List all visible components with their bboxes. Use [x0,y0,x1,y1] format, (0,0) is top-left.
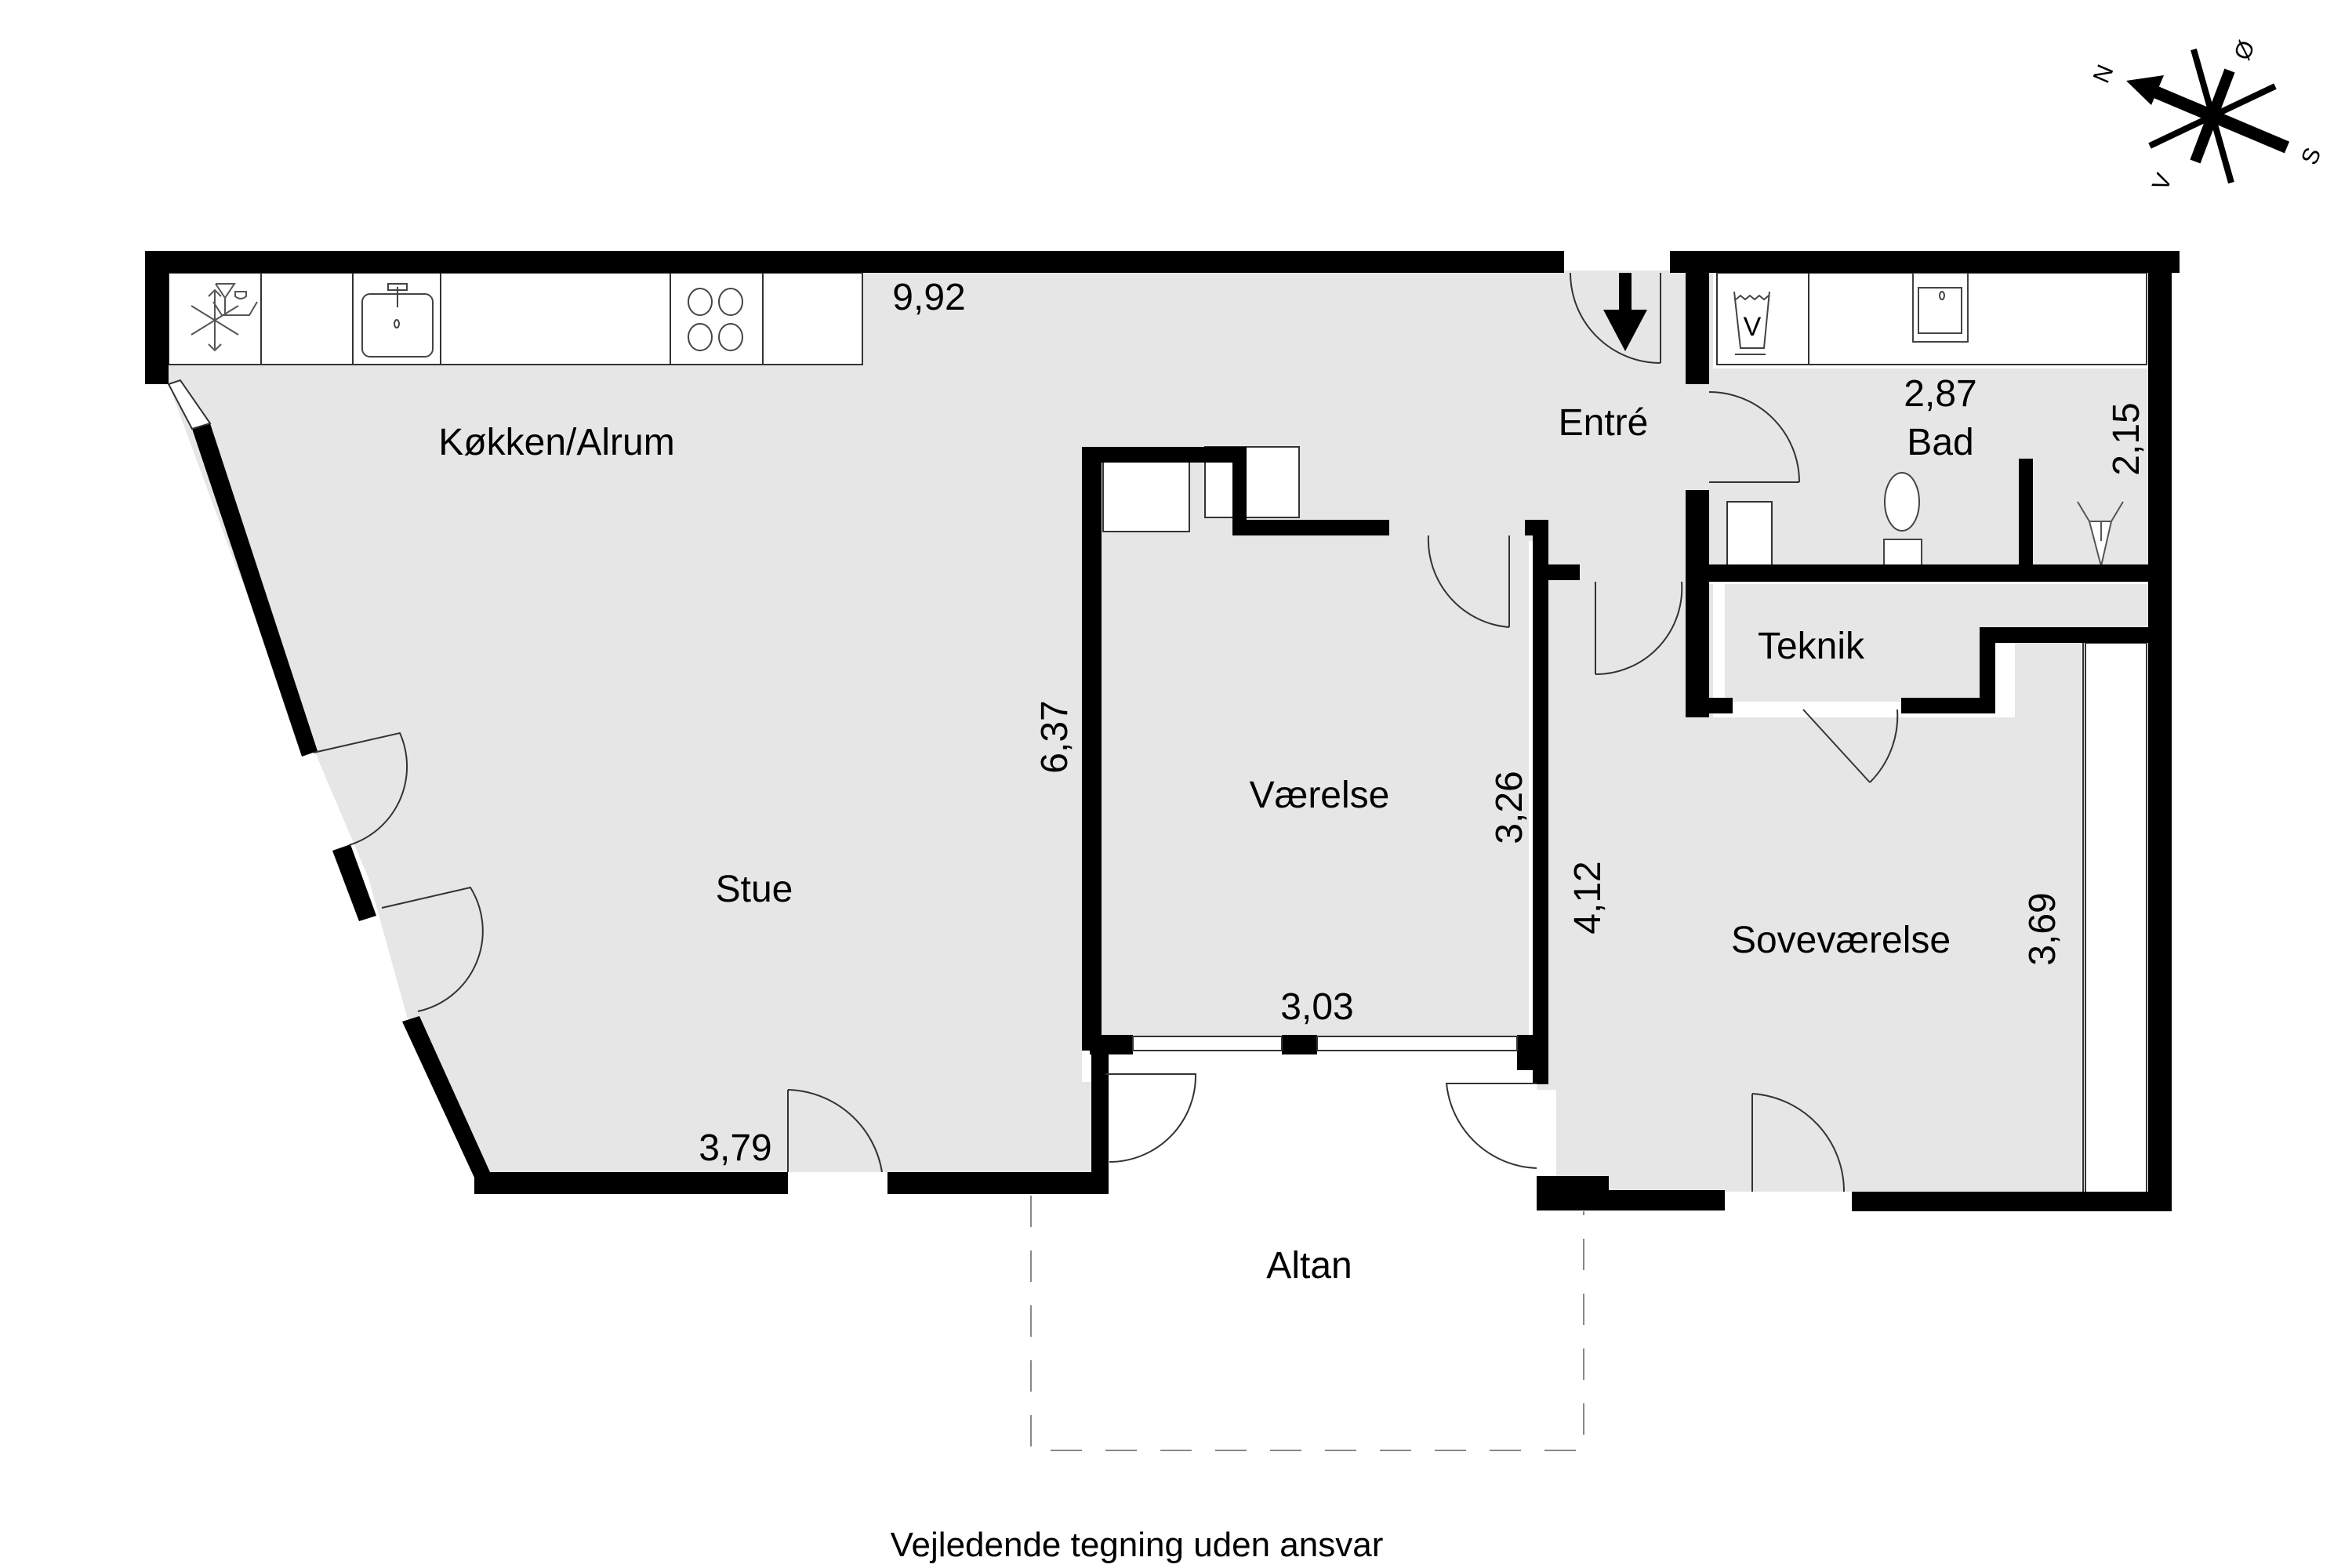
compass-east: Ø [2230,37,2260,64]
door-vaerelse[interactable] [1427,535,1510,628]
dimension-label: 3,26 [1489,771,1530,844]
dimension-label: 3,79 [699,1127,771,1169]
fixtures: V [168,272,2147,1194]
door-sovevaerelse[interactable] [1595,581,1683,676]
window-kitchen [167,379,212,430]
washing-machine-icon: V [1733,291,1770,355]
dimension-label: 3,69 [2022,892,2063,965]
floor-bad [1713,368,2148,568]
sink-icon [361,283,434,358]
wardrobe-sovevaerelse [2085,642,2147,1194]
snowflake-icon [191,289,239,352]
dimension-labels: 9,92 2,87 2,15 6,37 3,26 4,12 3,69 3,03 … [699,277,2147,1169]
room-labels: Køkken/Alrum Entré Bad Teknik Værelse St… [438,402,1973,1287]
dishwasher-icon [212,283,258,316]
closet-vaerelse-a [1102,460,1190,532]
door-teknik[interactable] [1802,709,1871,783]
kitchen-counter [168,272,863,365]
compass-west: V [2147,170,2177,194]
balcony-outline [1030,1196,1584,1451]
door-stue-left-b[interactable] [381,886,484,1012]
disclaimer-text: Vejledende tegning uden ansvar [891,1526,1384,1564]
door-altan-sove[interactable] [1445,1083,1537,1169]
dimension-label: 2,15 [2106,402,2147,475]
dimension-label: 3,03 [1280,986,1353,1028]
room-label-kokken: Køkken/Alrum [438,422,674,463]
toilet-icon [1883,472,1922,568]
dimension-label: 2,87 [1904,373,1976,415]
windows [167,379,1518,1051]
room-label-stue: Stue [716,869,793,910]
door-stue-left-a[interactable] [313,731,408,846]
room-label-entre: Entré [1559,402,1649,444]
bath-counter [1716,272,2147,365]
door-entry[interactable] [1570,272,1661,364]
dimension-label: 9,92 [892,277,965,318]
walls [145,251,2180,1211]
floor-teknik [1725,584,2148,702]
floor-vaerelse [1102,549,1529,1043]
door-sovevaerelse-bottom[interactable] [1751,1093,1846,1192]
room-label-vaerelse: Værelse [1250,775,1390,816]
room-label-sovevaerelse: Soveværelse [1731,920,1951,961]
shower-icon [2077,501,2124,567]
room-label-altan: Altan [1266,1245,1352,1287]
floor-areas [169,270,2148,1192]
compass-south: S [2296,144,2326,169]
cooktop-icon [688,288,743,351]
door-bad[interactable] [1708,391,1800,483]
door-stue-bottom[interactable] [787,1089,883,1173]
door-altan-stue[interactable] [1105,1073,1197,1163]
closet-entre [1726,501,1773,569]
dimension-label: 4,12 [1567,861,1609,934]
north-arrow-icon [2126,75,2164,105]
window-vaerelse [1316,1036,1518,1051]
room-label-teknik: Teknik [1758,626,1865,667]
dimension-label: 6,37 [1034,700,1076,773]
sliding-door-vaerelse [1132,1036,1283,1051]
compass-rose: N Ø S V [2089,37,2327,194]
doors[interactable] [313,272,1899,1192]
room-label-bad: Bad [1907,422,1973,463]
compass-north: N [2089,61,2119,87]
svg-text:V: V [1744,312,1762,342]
entry-arrow-icon [1603,273,1647,351]
floor-sovevaerelse [1537,584,2082,1192]
